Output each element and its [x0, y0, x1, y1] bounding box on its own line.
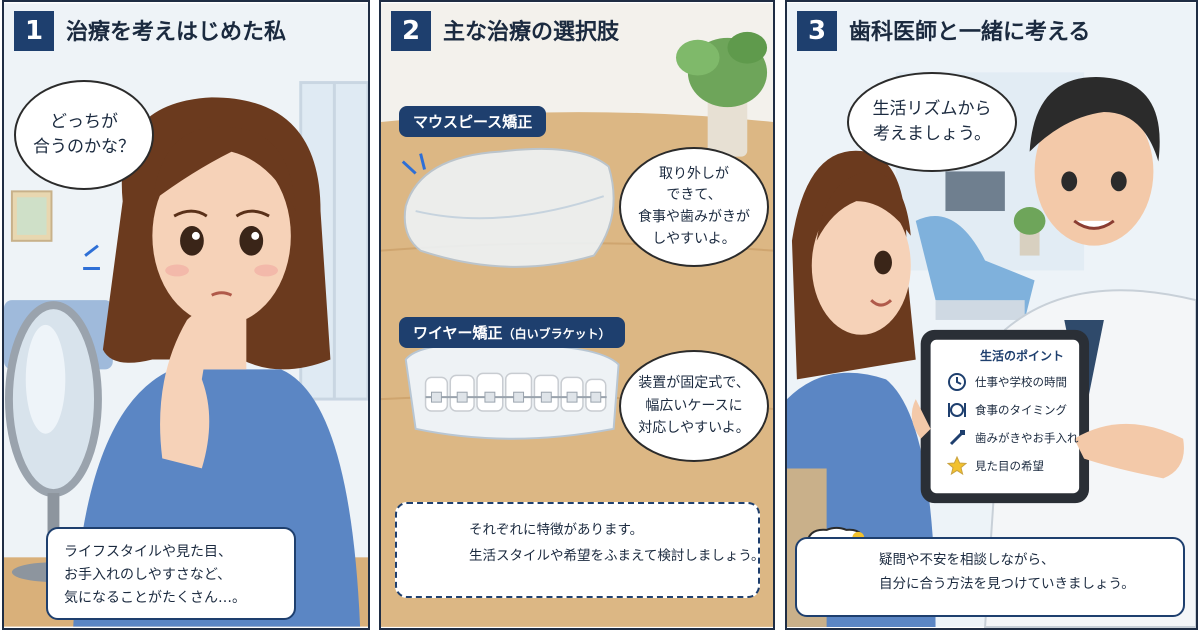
- panel-title-3: 歯科医師と一緒に考える: [849, 20, 1091, 45]
- tablet-item-text: 歯みがきやお手入れ: [975, 431, 1079, 445]
- bubble-line: 装置が固定式で、: [638, 375, 750, 392]
- bubble-line: 対応しやすいよ。: [638, 420, 750, 437]
- option-label-aligner: マウスピース矯正: [399, 106, 547, 137]
- caption-line: 自分に合う方法を見つけていきましょう。: [879, 575, 1135, 592]
- bubble-line: 考えましょう。: [873, 124, 991, 144]
- speech-bubble-wire: 装置が固定式で、 幅広いケースに 対応しやすいよ。: [619, 350, 769, 462]
- caption-line: お手入れのしやすさなど、: [64, 567, 232, 584]
- panel-1: 1 治療を考えはじめた私 どっちが 合うのかな？ ライフスタイルや見た目、 お手…: [2, 0, 370, 630]
- tablet-heading: 生活のポイント: [979, 349, 1064, 363]
- panel-title-1: 治療を考えはじめた私: [66, 20, 287, 45]
- bubble-line: 食事や歯みがきが: [638, 209, 750, 225]
- bubble-line: 合うのかな？: [33, 137, 135, 157]
- caption-line: ライフスタイルや見た目、: [64, 544, 232, 560]
- panel-title-2: 主な治療の選択肢: [443, 20, 620, 45]
- note-box: それぞれに特徴があります。 生活スタイルや希望をふまえて検討しましょう。: [395, 502, 765, 598]
- panel-2: 2 主な治療の選択肢 マウスピース矯正 取り外しが できて、 食事や歯みがきが …: [379, 0, 775, 630]
- utensils-icon: [948, 403, 966, 417]
- tablet-screen: 生活のポイント 仕事や学校の時間 食事のタイミング 歯みがきやお手入れ 見た目の…: [947, 347, 1097, 480]
- tablet-item: 歯みがきやお手入れ: [947, 424, 1097, 452]
- note-line: 生活スタイルや希望をふまえて検討しましょう。: [469, 547, 765, 564]
- bubble-line: 生活リズムから: [872, 98, 992, 119]
- bubble-line: しやすいよ。: [652, 230, 736, 247]
- tablet-item: 仕事や学校の時間: [947, 368, 1097, 396]
- bubble-line: 取り外しが: [659, 165, 729, 182]
- clock-icon: [948, 373, 966, 391]
- bubble-line: 幅広いケースに: [645, 397, 743, 414]
- panel-3: 3 歯科医師と一緒に考える 生活リズムから 考えましょう。 生活のポイント 仕事…: [785, 0, 1198, 630]
- panel-number-1: 1: [14, 11, 54, 51]
- tablet-item: 食事のタイミング: [947, 396, 1097, 424]
- speech-bubble-aligner: 取り外しが できて、 食事や歯みがきが しやすいよ。: [619, 147, 769, 267]
- panel-number-3: 3: [797, 11, 837, 51]
- speech-bubble-woman: どっちが 合うのかな？: [14, 80, 154, 190]
- tablet-item-text: 仕事や学校の時間: [975, 375, 1067, 389]
- option-label-wire-text: ワイヤー矯正: [413, 324, 503, 342]
- tablet-item-text: 食事のタイミング: [975, 403, 1067, 417]
- star-icon: [947, 456, 967, 476]
- panel-number-2: 2: [391, 11, 431, 51]
- caption-line: 疑問や不安を相談しながら、: [879, 552, 1055, 568]
- toothbrush-icon: [949, 430, 965, 446]
- caption-line: 気になることがたくさん…。: [64, 590, 246, 607]
- caption-box-1: ライフスタイルや見た目、 お手入れのしやすさなど、 気になることがたくさん…。: [46, 527, 296, 620]
- tablet-item-text: 見た目の希望: [975, 459, 1044, 473]
- tablet-item: 見た目の希望: [947, 452, 1097, 480]
- caption-box-3: 疑問や不安を相談しながら、 自分に合う方法を見つけていきましょう。: [795, 537, 1185, 617]
- note-line: それぞれに特徴があります。: [469, 522, 644, 538]
- bubble-line: できて、: [666, 187, 722, 204]
- bubble-line: どっちが: [50, 111, 118, 132]
- option-label-wire-sub: （白いブラケット）: [502, 327, 611, 341]
- speech-bubble-doctor: 生活リズムから 考えましょう。: [847, 72, 1017, 172]
- option-label-wire: ワイヤー矯正（白いブラケット）: [399, 317, 625, 348]
